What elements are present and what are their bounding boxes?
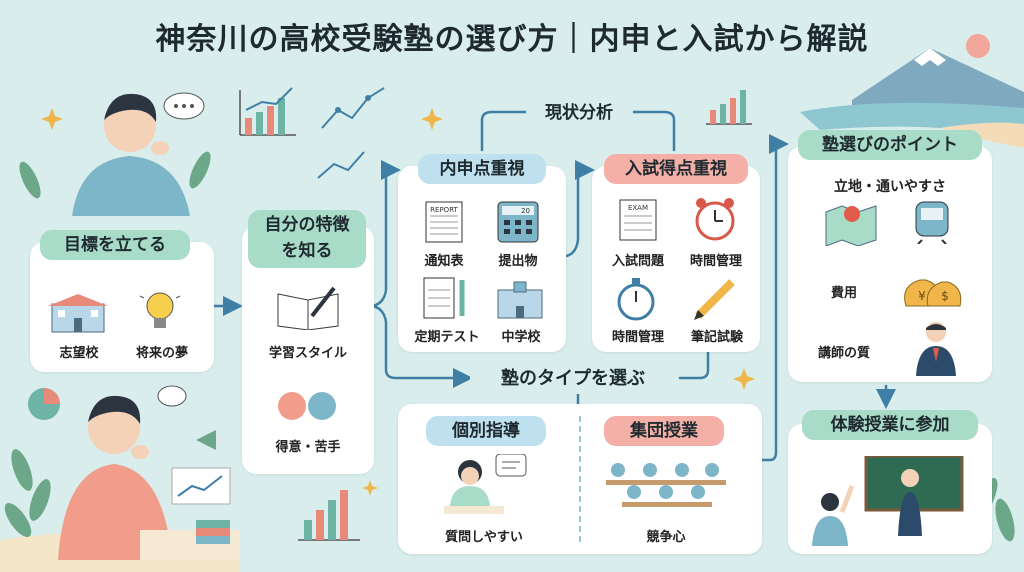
- exam-item-written: 筆記試験: [690, 330, 743, 345]
- school-icon: [48, 294, 108, 333]
- book-icon: [277, 286, 339, 330]
- exam-card: [592, 166, 760, 352]
- points-item-teacher: 講師の質: [817, 346, 870, 361]
- exam-heading: 入試得点重視: [604, 154, 748, 184]
- points-item-cost: 費用: [830, 286, 857, 301]
- group-caption: 競争心: [646, 530, 686, 545]
- points-item-location: 立地・通いやすさ: [834, 179, 946, 195]
- naishin-item-school: 中学校: [501, 330, 541, 345]
- juku-type-divider: [579, 416, 581, 542]
- exam-item-time: 時間管理: [689, 254, 742, 269]
- points-heading: 塾選びのポイント: [798, 130, 982, 160]
- classroom-icon: [606, 463, 726, 507]
- naishin-item-test: 定期テスト: [414, 330, 480, 345]
- exam-label: EXAM: [628, 204, 648, 212]
- exam-paper-icon: EXAM: [619, 199, 657, 241]
- teacher-icon: [916, 322, 956, 376]
- individual-heading: 個別指導: [426, 416, 546, 446]
- exam-item-time-2: 時間管理: [611, 330, 664, 345]
- points-card: [788, 146, 992, 382]
- student-question-icon: [444, 454, 527, 514]
- map-pin-icon: [825, 205, 877, 246]
- goal-item-school: 志望校: [59, 346, 99, 361]
- individual-caption: 質問しやすい: [445, 530, 523, 545]
- self-item-style: 学習スタイル: [268, 346, 347, 361]
- document-pencil-icon: [423, 277, 465, 319]
- naishin-item-report: 通知表: [424, 254, 464, 269]
- group-heading: 集団授業: [604, 416, 724, 446]
- stopwatch-icon: [617, 278, 655, 321]
- analysis-heading: 現状分析: [526, 98, 632, 128]
- juku-type-heading: 塾のタイプを選ぶ: [470, 364, 676, 394]
- self-item-strength: 得意・苦手: [275, 440, 341, 455]
- report-icon: REPORT: [425, 201, 463, 243]
- naishin-card: [398, 166, 566, 352]
- naishin-item-submission: 提出物: [498, 254, 538, 269]
- goal-heading: 目標を立てる: [40, 230, 190, 260]
- middle-school-icon: [497, 281, 543, 319]
- alarm-clock-icon: [695, 198, 735, 241]
- trial-class-icon: [812, 456, 964, 546]
- calc-label: 20: [521, 207, 530, 215]
- goal-item-dream: 将来の夢: [135, 346, 188, 361]
- lightbulb-icon: [139, 292, 181, 328]
- money-bag-icon: ¥ $: [904, 279, 962, 307]
- self-heading: 自分の特徴を知る: [248, 210, 366, 268]
- heads-icon: [278, 392, 336, 420]
- svg-text:¥: ¥: [918, 289, 926, 303]
- svg-text:$: $: [941, 289, 949, 303]
- report-label: REPORT: [430, 206, 458, 214]
- exam-item-problems: 入試問題: [611, 254, 664, 269]
- trial-heading: 体験授業に参加: [802, 410, 978, 440]
- naishin-heading: 内申点重視: [418, 154, 546, 184]
- calculator-icon: 20: [497, 201, 539, 243]
- pencil-icon: [694, 279, 735, 320]
- train-icon: [915, 201, 949, 244]
- self-heading-text: 自分の特徴を知る: [264, 215, 350, 261]
- page-title: 神奈川の高校受験塾の選び方｜内申と入試から解説: [155, 22, 869, 57]
